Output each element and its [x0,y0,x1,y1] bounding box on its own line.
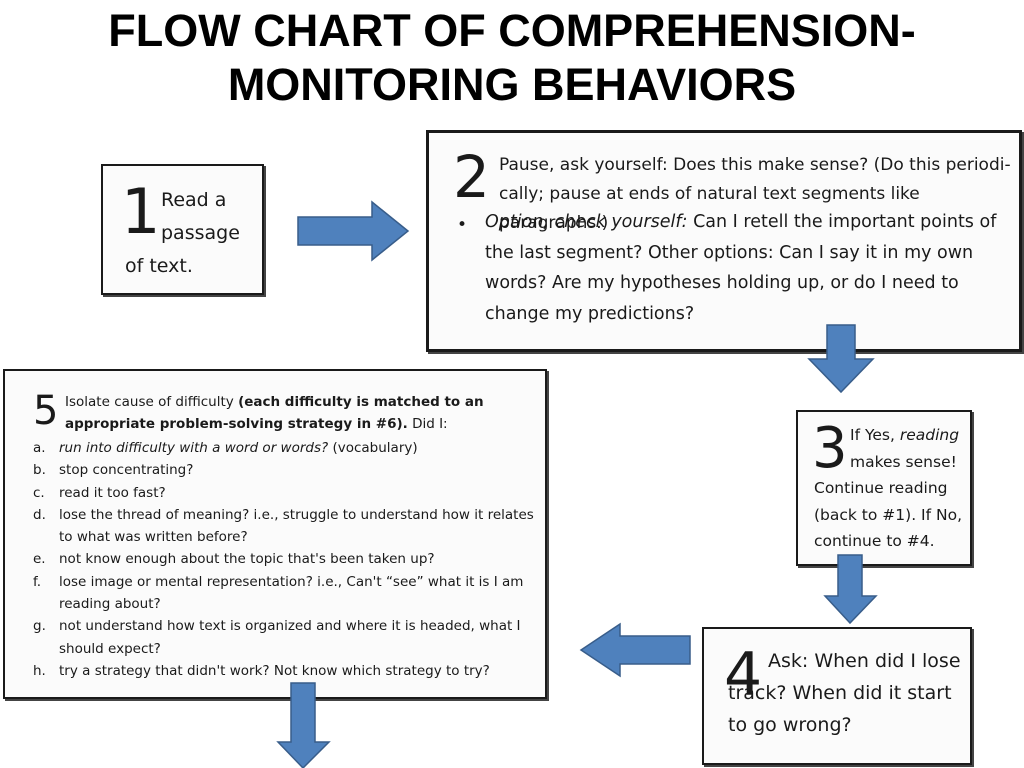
title-line-1: FLOW CHART OF COMPREHENSION- [108,5,916,56]
step-5-list: a. run into difficulty with a word or wor… [25,437,540,682]
step-2-bullet: • [457,215,468,235]
step-2-option-label: Option, check yourself: [485,212,688,232]
arrow-down-3-to-4 [823,554,878,625]
list-item: b. stop concentrating? [25,459,540,481]
list-item: a. run into difficulty with a word or wor… [25,437,540,459]
step-2-option-text: Can I retell the important points of the… [485,212,997,324]
step-1-box: 1 Read a passage of text. [101,164,264,295]
list-item: h. try a strategy that didn't work? Not k… [25,660,540,682]
arrow-down-icon [276,682,331,768]
arrow-down-from-5 [276,682,331,768]
list-item-letter: d. [33,506,46,523]
list-item-letter: c. [33,484,45,501]
list-item-letter: a. [33,440,46,456]
arrow-down-icon [823,554,878,625]
list-item: c. read it too fast? [25,482,540,504]
list-item: d. lose the thread of meaning? i.e., stru… [25,504,540,549]
step-5-heading-end: Did I: [412,416,448,432]
step-5-heading-bold: (each difficulty is matched to an approp… [65,394,484,432]
list-item: g. not understand how text is organized a… [25,615,540,660]
step-5-number: 5 [33,388,59,434]
list-item-letter: e. [33,551,46,568]
page-title: FLOW CHART OF COMPREHENSION- MONITORING … [0,4,1024,112]
arrow-left-4-to-5 [579,622,691,678]
list-item-letter: f. [33,573,42,590]
list-item-letter: g. [33,618,46,635]
list-item-text: try a strategy that didn't work? Not kno… [59,662,490,679]
list-item-letter: b. [33,462,46,479]
arrow-right-1-to-2 [297,200,410,262]
list-item-text: stop concentrating? [59,462,194,479]
arrow-right-icon [297,200,410,262]
step-2-option: Option, check yourself: Can I retell the… [485,207,1015,329]
step-2-box: 2 Pause, ask yourself: Does this make se… [426,130,1022,352]
step-4-text: Ask: When did I lose track? When did it … [728,650,961,736]
step-2-text: Pause, ask yourself: Does this make sens… [499,155,1011,233]
arrow-down-2-to-3 [807,324,875,394]
step-3-text: makes sense! Continue reading (back to #… [814,452,963,551]
step-5-heading: Isolate cause of difficulty (each diffic… [65,391,535,435]
step-2-number: 2 [453,143,490,211]
step-1-line-2: passage [161,222,240,244]
title-line-2: MONITORING BEHAVIORS [227,59,797,110]
arrow-down-icon [807,324,875,394]
arrow-left-icon [579,622,691,678]
list-item-text: lose image or mental representation? i.e… [59,573,524,613]
step-3-text-block: If Yes, reading makes sense! Continue rea… [814,422,964,555]
step-3-box: 3 If Yes, reading makes sense! Continue r… [796,410,972,566]
step-5-box: 5 Isolate cause of difficulty (each diff… [3,369,547,699]
step-1-number: 1 [121,175,161,248]
step-4-number: 4 [724,640,763,710]
step-3-reading: reading [899,426,960,444]
step-1-line-1: Read a [161,189,227,211]
list-item-text: lose the thread of meaning? i.e., strugg… [59,506,534,546]
list-item-italic: run into difficulty with a word or words… [59,440,329,456]
step-3-number: 3 [812,416,848,481]
list-item-text: read it too fast? [59,484,166,501]
list-item: e. not know enough about the topic that's… [25,548,540,570]
step-5-heading-plain: Isolate cause of difficulty [65,394,234,410]
step-4-text-block: Ask: When did I lose track? When did it … [728,645,968,741]
list-item-text: (vocabulary) [332,440,418,456]
list-item-text: not understand how text is organized and… [59,618,521,657]
list-item: f. lose image or mental representation? i… [25,571,540,616]
step-3-if-yes: If Yes, [850,426,895,444]
step-4-box: 4 Ask: When did I lose track? When did i… [702,627,972,765]
step-1-line-3: of text. [125,255,193,277]
list-item-text: not know enough about the topic that's b… [59,551,435,568]
list-item-letter: h. [33,662,46,679]
